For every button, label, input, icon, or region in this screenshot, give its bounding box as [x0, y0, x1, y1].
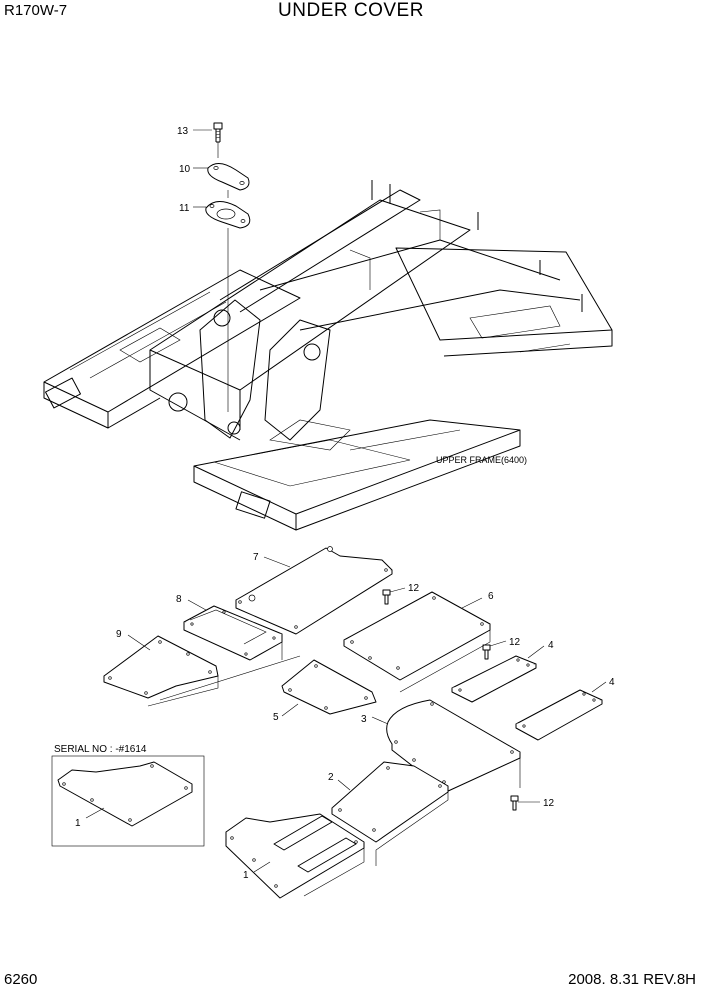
callout-2: 2	[328, 772, 334, 783]
plate-4-lower	[515, 689, 603, 741]
bolt-12-a	[382, 589, 391, 605]
gasket-10	[207, 163, 250, 191]
callout-3: 3	[361, 714, 367, 725]
callout-8: 8	[176, 594, 182, 605]
callout-5: 5	[273, 712, 279, 723]
callout-13: 13	[177, 126, 189, 137]
callout-10: 10	[179, 164, 191, 175]
callout-1-inset: 1	[75, 818, 81, 829]
bolt-13	[213, 122, 223, 143]
callout-12-b: 12	[509, 637, 521, 648]
callout-6: 6	[488, 591, 494, 602]
callout-4-lower: 4	[609, 677, 615, 688]
plate-9	[103, 635, 219, 699]
plate-6	[343, 591, 491, 681]
revision-date: 2008. 8.31 REV.8H	[568, 971, 696, 988]
plate-1	[225, 813, 365, 899]
plate-4-upper	[451, 655, 537, 703]
seal-11	[205, 201, 251, 229]
callout-9: 9	[116, 629, 122, 640]
model-code: R170W-7	[4, 2, 68, 19]
plate-8	[183, 605, 283, 661]
page-title: UNDER COVER	[278, 0, 424, 21]
callout-11: 11	[179, 203, 190, 214]
callout-7: 7	[253, 552, 259, 563]
plate-2	[331, 761, 449, 843]
plate-7	[235, 546, 393, 635]
bolt-12-b	[482, 644, 491, 660]
callout-12-c: 12	[543, 798, 555, 809]
bolt-12-c	[510, 795, 519, 811]
page-number: 6260	[4, 971, 38, 988]
upper-frame	[43, 180, 613, 531]
serial-inset	[51, 755, 205, 847]
upper-frame-label: UPPER FRAME(6400)	[436, 455, 527, 465]
callout-12-a: 12	[408, 583, 420, 594]
callout-1-main: 1	[243, 870, 249, 881]
serial-label: SERIAL NO : -#1614	[54, 744, 147, 755]
callout-4-upper: 4	[548, 640, 554, 651]
plate-5	[281, 659, 377, 715]
